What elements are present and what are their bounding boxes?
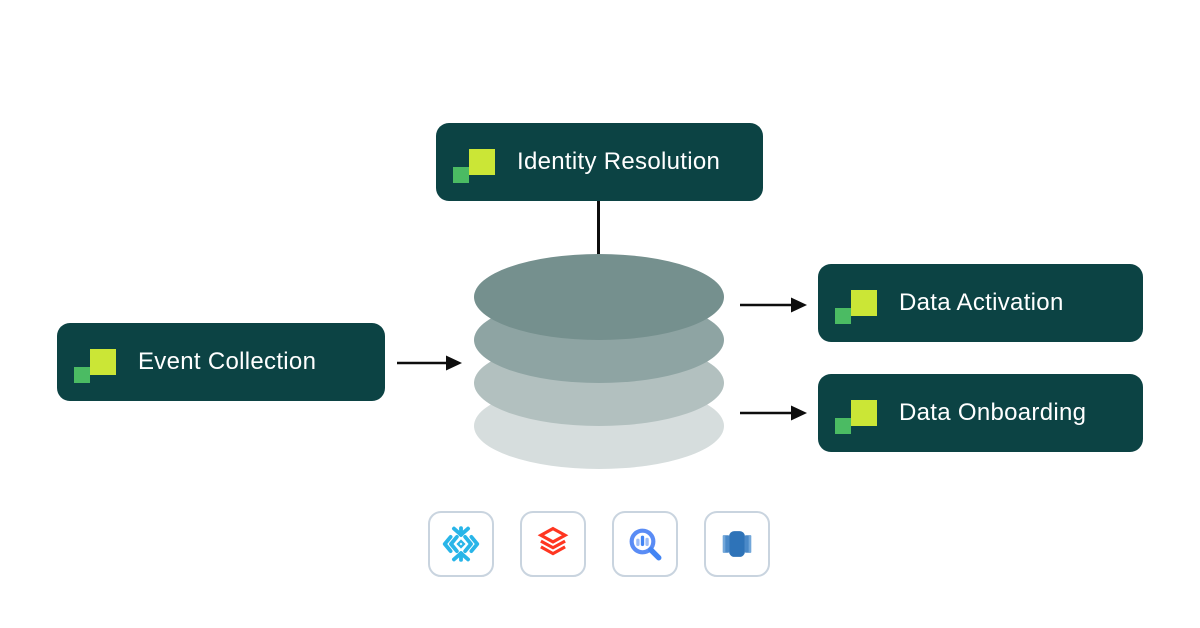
two-squares-logo-icon [835,391,877,435]
databricks-icon [537,526,569,556]
arrow-warehouse-to-activation [740,297,807,313]
warehouse-card-snowflake [428,511,494,577]
logo-big-square [851,400,877,426]
logo-big-square [469,149,495,175]
node-label: Data Onboarding [899,399,1087,426]
two-squares-logo-icon [835,281,877,325]
node-data-onboarding: Data Onboarding [818,374,1143,452]
bigquery-icon [629,528,662,561]
two-squares-logo-icon [453,140,495,184]
warehouse-card-bigquery [612,511,678,577]
logo-big-square [851,290,877,316]
logo-big-square [90,349,116,375]
logo-small-square [453,167,469,183]
warehouse-card-databricks [520,511,586,577]
node-identity-resolution: Identity Resolution [436,123,763,201]
warehouse-disk-1 [474,254,724,340]
logo-small-square [835,418,851,434]
warehouse-stack [474,254,724,469]
snowflake-icon [442,526,480,562]
node-label: Event Collection [138,348,317,375]
node-data-activation: Data Activation [818,264,1143,342]
redshift-icon [722,531,752,557]
warehouse-card-redshift [704,511,770,577]
two-squares-logo-icon [74,340,116,384]
node-event-collection: Event Collection [57,323,385,401]
arrow-warehouse-to-onboarding [740,405,807,421]
arrow-event-to-warehouse [397,355,462,371]
logo-small-square [835,308,851,324]
logo-small-square [74,367,90,383]
node-label: Identity Resolution [517,148,721,175]
node-label: Data Activation [899,289,1064,316]
